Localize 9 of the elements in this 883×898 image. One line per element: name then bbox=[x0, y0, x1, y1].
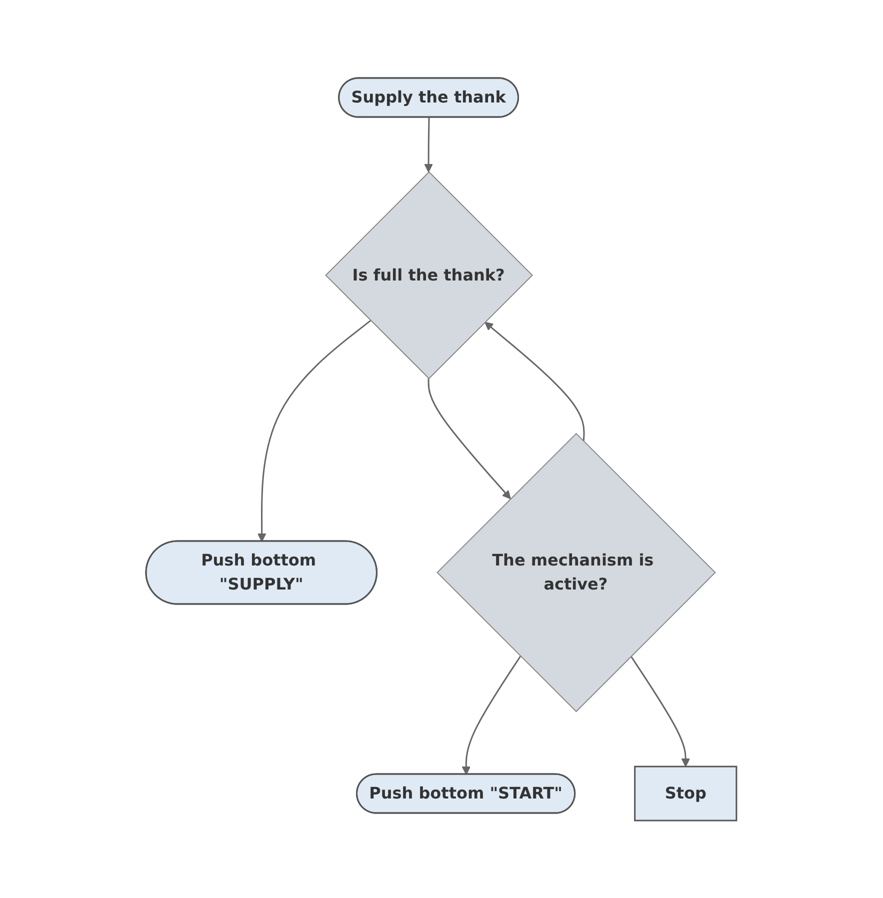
arrow bbox=[424, 117, 434, 172]
arrow bbox=[258, 320, 372, 542]
arrow bbox=[630, 656, 690, 767]
arrow bbox=[484, 322, 586, 442]
node-diamond: The mechanism is active? bbox=[436, 432, 716, 712]
node-diamond: Is full the thank? bbox=[325, 171, 534, 379]
node-box: Stop bbox=[634, 766, 738, 822]
arrow bbox=[428, 378, 512, 499]
arrow bbox=[462, 656, 522, 775]
